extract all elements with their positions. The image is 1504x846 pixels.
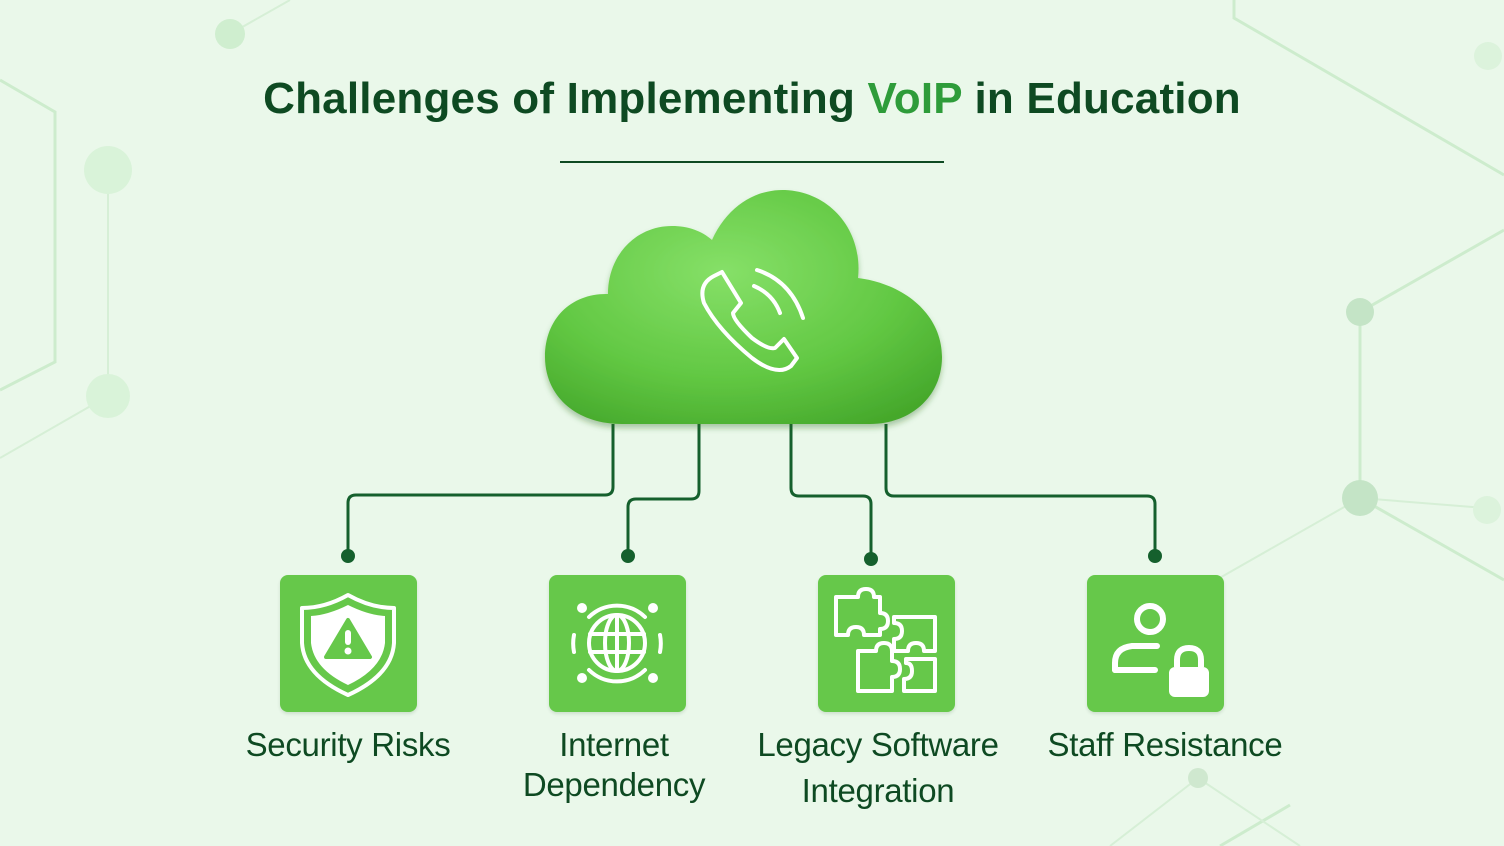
connector-dot — [864, 552, 878, 566]
title-accent: VoIP — [867, 74, 963, 123]
security-risks-tile — [280, 575, 417, 712]
title-suffix: in Education — [962, 74, 1241, 123]
user-lock-icon — [1112, 603, 1209, 697]
staff-resistance-tile — [1087, 575, 1224, 712]
cloud-shape — [545, 189, 942, 424]
connector-dot — [341, 549, 355, 563]
legacy-software-integration-tile — [818, 575, 955, 712]
challenge-label-security-risks: Security Risks — [245, 726, 451, 763]
connector-internet-dependency — [626, 424, 701, 552]
connector-staff-resistance — [884, 424, 1157, 552]
connector-security-risks — [346, 424, 615, 552]
challenge-label-internet-dependency: Internet Dependency — [522, 726, 706, 803]
challenge-label-staff-resistance: Staff Resistance — [1047, 726, 1283, 763]
title-divider — [560, 161, 944, 163]
phone-calling-icon — [700, 268, 805, 373]
page-title: Challenges of Implementing VoIP in Educa… — [0, 74, 1504, 124]
connector-dot — [621, 549, 635, 563]
connector-dot — [1148, 549, 1162, 563]
shield-warning-icon — [300, 593, 396, 697]
challenge-label-legacy-software-integration: Legacy Software Integration — [757, 726, 999, 809]
puzzle-pieces-icon — [834, 587, 937, 693]
title-prefix: Challenges of Implementing — [263, 74, 868, 123]
globe-network-icon — [571, 603, 663, 684]
connector-legacy-software-integration — [789, 424, 873, 554]
internet-dependency-tile — [549, 575, 686, 712]
